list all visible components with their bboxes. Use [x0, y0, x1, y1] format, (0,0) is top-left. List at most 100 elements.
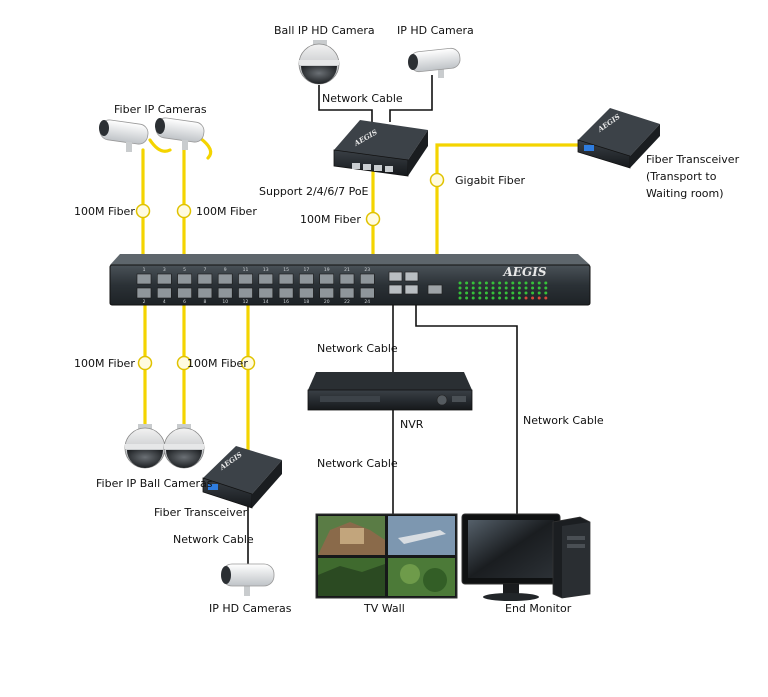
cable-ip-camera — [389, 75, 433, 122]
fiber-ip-camera-icon — [155, 117, 205, 150]
port-number: 22 — [344, 299, 350, 305]
port-number: 20 — [324, 299, 330, 305]
status-led — [465, 286, 469, 290]
status-led — [491, 291, 495, 295]
connector — [176, 355, 192, 371]
sfp-port — [197, 273, 213, 285]
status-led — [484, 296, 488, 300]
port-number: 17 — [304, 267, 310, 273]
status-led — [524, 281, 528, 285]
label-network-cable-nvr-in: Network Cable — [317, 342, 398, 355]
status-led — [458, 286, 462, 290]
label-network-cable-bottom: Network Cable — [173, 533, 254, 546]
label-100m-fiber: 100M Fiber — [187, 357, 248, 370]
fiber-transceiver-left: AEGIS — [202, 446, 282, 509]
sfp-port — [319, 287, 335, 299]
status-led — [484, 281, 488, 285]
status-led — [491, 286, 495, 290]
status-led — [504, 296, 508, 300]
label-fiber-ip-cameras: Fiber IP Cameras — [114, 103, 207, 116]
port-number: 24 — [364, 299, 370, 305]
label-ball-ip-hd-camera: Ball IP HD Camera — [274, 24, 375, 37]
status-led — [491, 281, 495, 285]
switch-brand: AEGIS — [503, 265, 547, 279]
sfp-port — [217, 273, 233, 285]
status-led — [544, 286, 548, 290]
port-number: 7 — [203, 267, 206, 273]
port-number: 23 — [364, 267, 370, 273]
fiber-transceiver-right: AEGIS — [577, 108, 660, 169]
rj45-ports — [388, 271, 419, 295]
port-number: 13 — [263, 267, 269, 273]
sfp-port — [177, 287, 192, 299]
status-led — [517, 296, 521, 300]
status-led — [478, 291, 482, 295]
status-led — [478, 286, 482, 290]
status-led — [471, 281, 475, 285]
fiber-ip-camera-icon — [99, 119, 149, 152]
sfp-port — [157, 287, 172, 299]
port-number: 9 — [224, 267, 227, 273]
ball-ip-hd-camera-icon — [298, 40, 340, 85]
label-fiber-transceiver-right-2: (Transport to — [646, 170, 717, 183]
port-number: 11 — [243, 267, 249, 273]
status-led — [465, 291, 469, 295]
label-nvr: NVR — [400, 418, 424, 431]
port-number: 18 — [304, 299, 310, 305]
status-led — [524, 296, 528, 300]
sfp-port — [197, 287, 213, 299]
label-tv-wall: TV Wall — [363, 602, 405, 615]
sfp-port — [359, 287, 375, 299]
label-fiber-transceiver-left: Fiber Transceiver — [154, 506, 248, 519]
status-led — [465, 296, 469, 300]
status-led — [471, 286, 475, 290]
status-led — [517, 286, 521, 290]
connector — [176, 203, 192, 219]
rj45-port — [374, 165, 382, 171]
status-led — [524, 291, 528, 295]
sfp-port — [278, 273, 294, 285]
status-led — [537, 291, 541, 295]
status-led — [498, 291, 502, 295]
status-led — [504, 281, 508, 285]
sfp-port — [136, 287, 152, 299]
fiber-camera-2-tail — [198, 136, 213, 160]
sfp-port — [299, 287, 314, 299]
port-number: 14 — [263, 299, 269, 305]
label-network-cable-top: Network Cable — [322, 92, 403, 105]
main-switch: 123456789101112131415161718192021222324 … — [109, 254, 591, 306]
ip-hd-camera-icon — [408, 47, 461, 78]
label-support-poe: Support 2/4/6/7 PoE — [259, 185, 369, 198]
status-led — [504, 291, 508, 295]
sfp-port — [278, 287, 294, 299]
label-network-cable-nvr-out: Network Cable — [317, 457, 398, 470]
label-100m-fiber: 100M Fiber — [300, 213, 361, 226]
fiber-connectors — [135, 172, 445, 371]
status-led — [537, 281, 541, 285]
status-led — [498, 286, 502, 290]
status-led — [471, 291, 475, 295]
fiber-ip-ball-camera-icon — [163, 424, 205, 469]
rj45-port — [352, 163, 360, 169]
status-led — [531, 281, 535, 285]
label-end-monitor: End Monitor — [505, 602, 572, 615]
sfp-port — [157, 273, 172, 285]
connector — [135, 203, 151, 219]
uplink-sfp-port — [427, 284, 443, 295]
connector — [240, 355, 256, 371]
port-number: 15 — [283, 267, 289, 273]
sfp-port — [299, 273, 314, 285]
port-number: 4 — [163, 299, 166, 305]
connector — [365, 211, 381, 227]
sfp-port — [238, 287, 253, 299]
status-led — [478, 296, 482, 300]
status-led — [544, 291, 548, 295]
status-led — [498, 296, 502, 300]
poe-switch: AEGIS — [333, 120, 428, 177]
status-led — [544, 281, 548, 285]
fiber-ip-ball-camera-icon — [124, 424, 166, 469]
label-100m-fiber: 100M Fiber — [196, 205, 257, 218]
status-led — [531, 291, 535, 295]
label-ip-hd-camera: IP HD Camera — [397, 24, 474, 37]
